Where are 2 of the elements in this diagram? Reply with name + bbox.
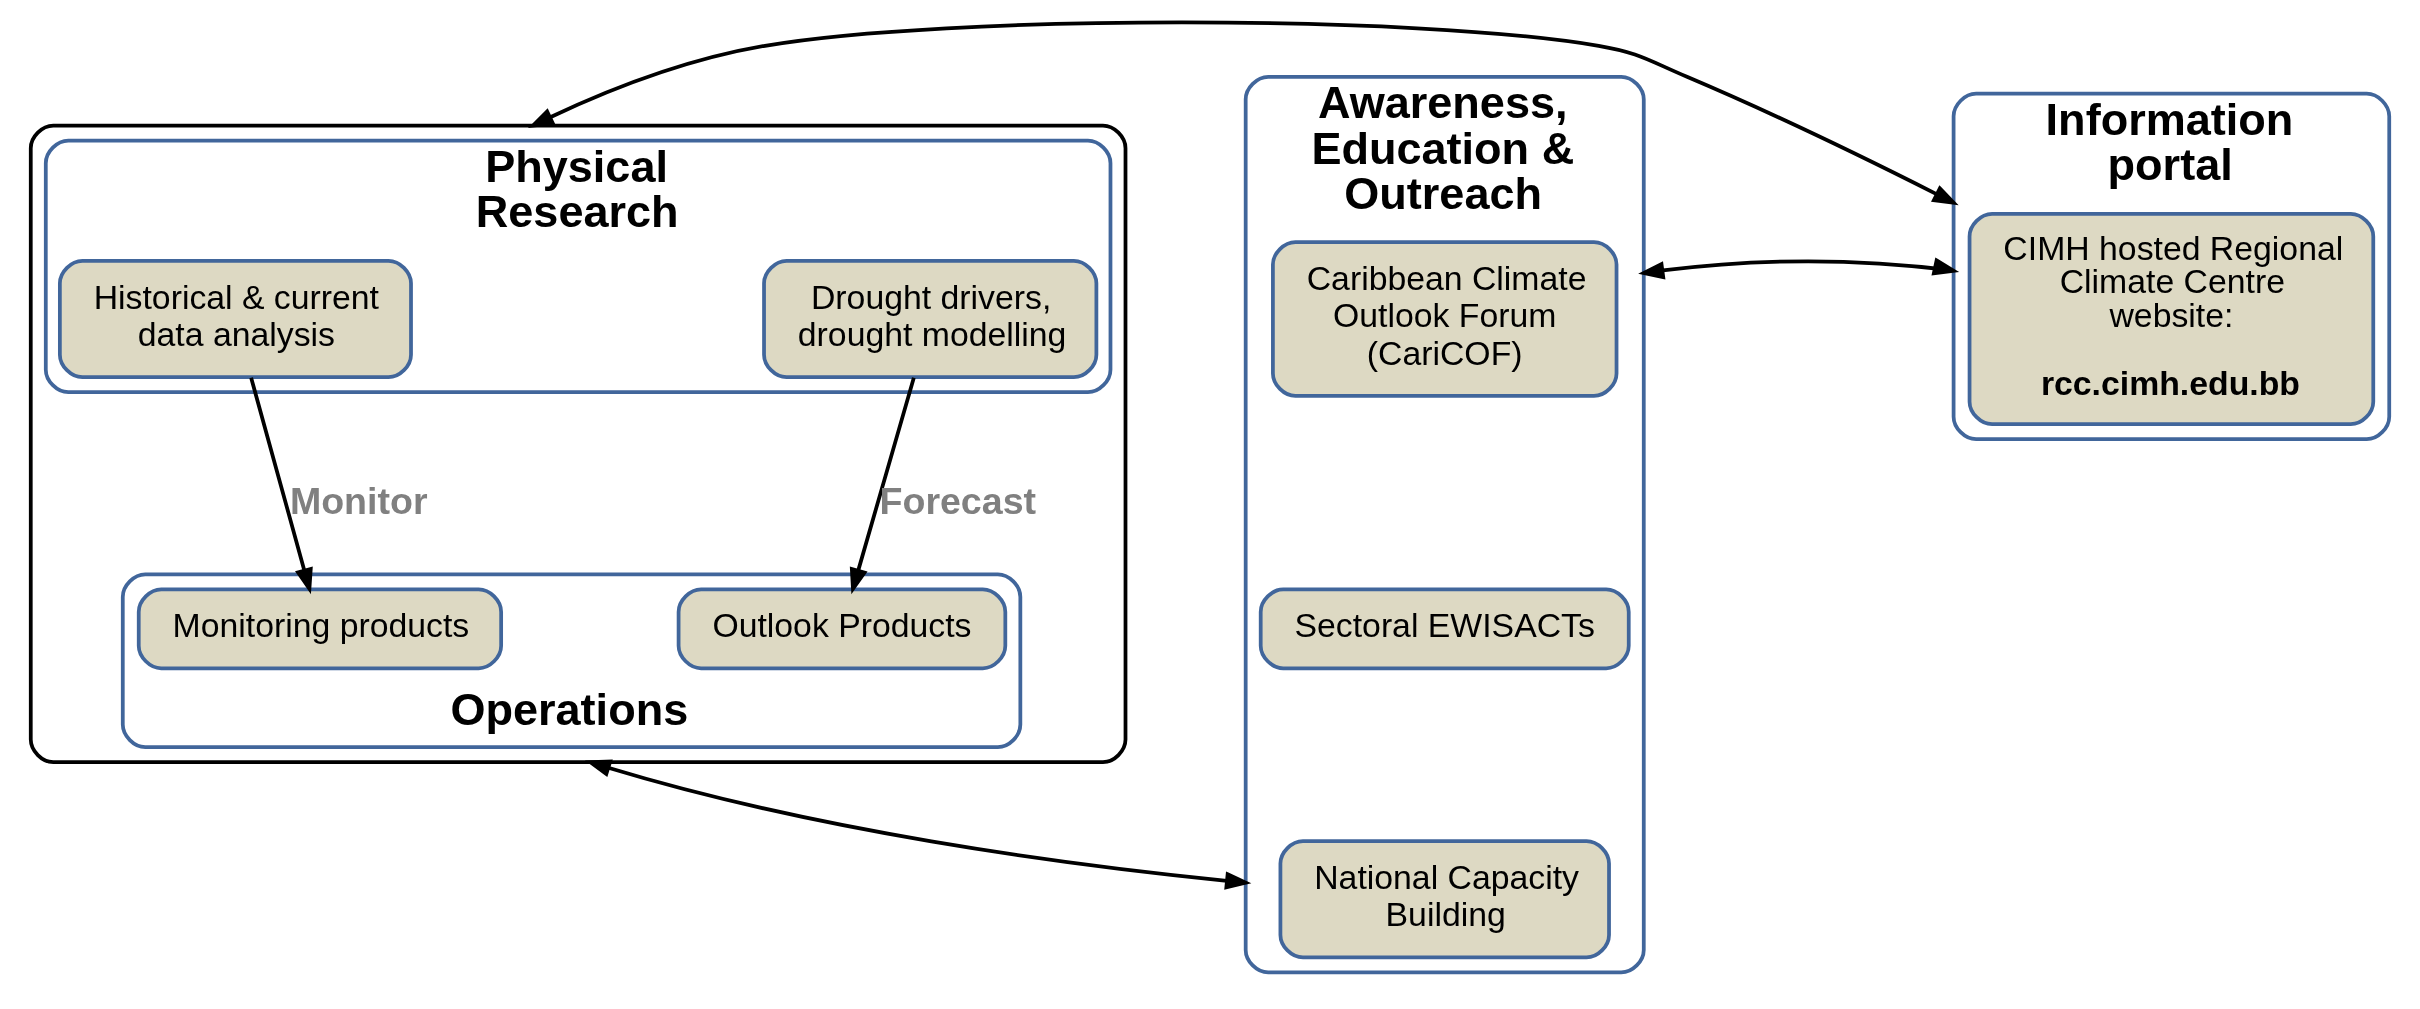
edge-label: Forecast [879, 480, 1037, 523]
edge-label: Monitor [289, 480, 428, 523]
